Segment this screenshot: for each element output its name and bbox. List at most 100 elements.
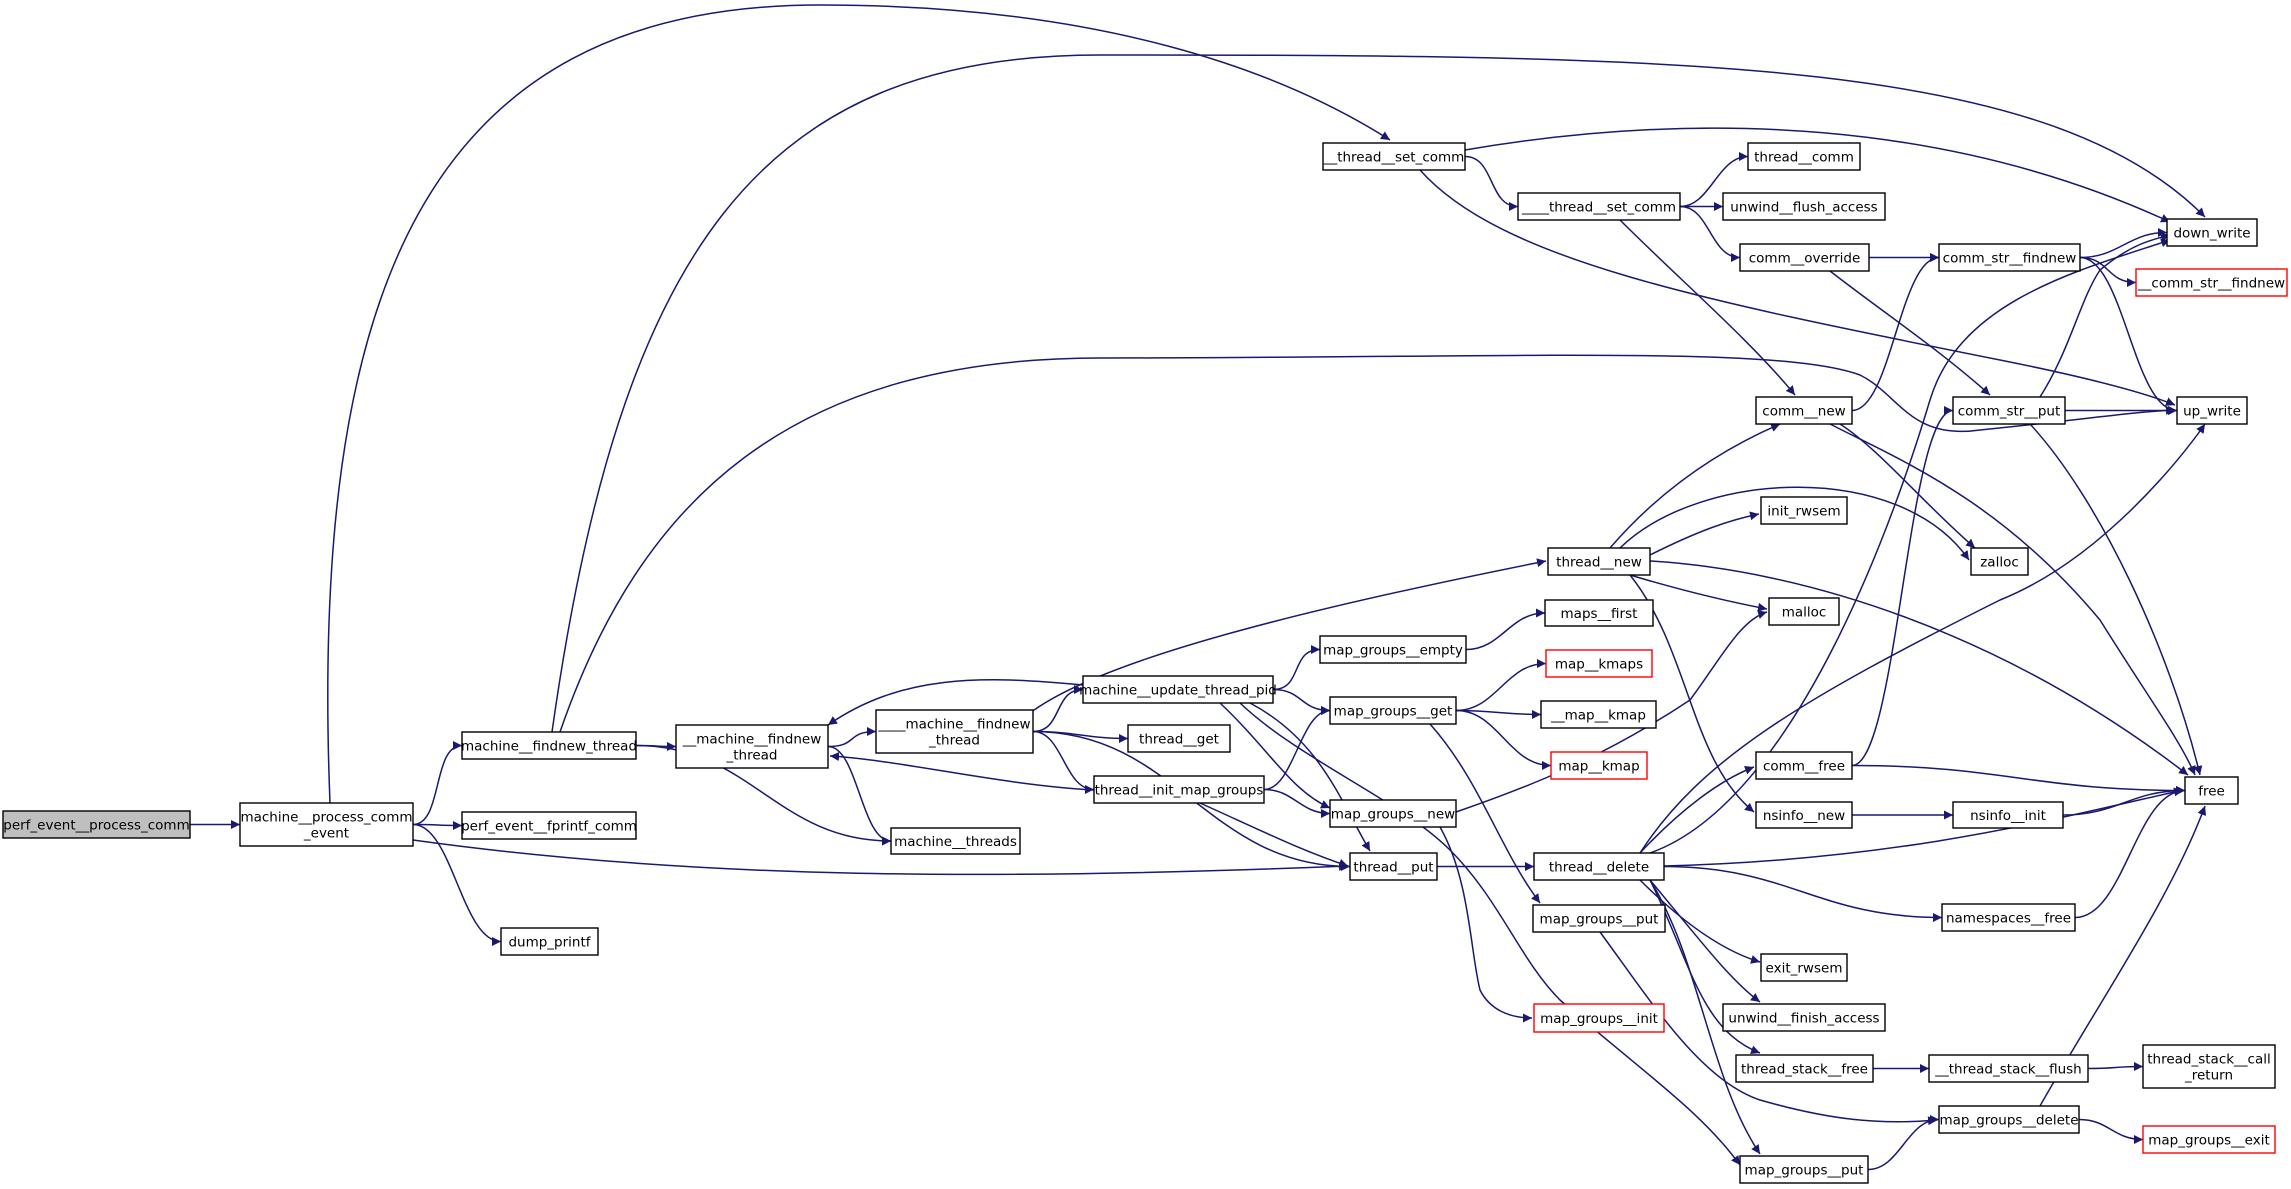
node-dump_printf[interactable]: dump_printf — [500, 927, 599, 956]
node-box-thread__comm[interactable] — [1747, 142, 1861, 171]
node-thread__get[interactable]: thread__get — [1127, 724, 1231, 753]
node-____machine__findnew_thread[interactable]: ____machine__findnew_thread — [875, 709, 1034, 754]
node-box-unwind__finish_access[interactable] — [1722, 1003, 1886, 1032]
node-map_groups__init[interactable]: map_groups__init — [1533, 1003, 1665, 1033]
node-box-thread__put[interactable] — [1349, 852, 1438, 881]
node-box-map__kmaps[interactable] — [1545, 649, 1653, 678]
node-nsinfo__new[interactable]: nsinfo__new — [1755, 801, 1853, 829]
node-box-machine__process_comm_event[interactable] — [239, 802, 414, 847]
node-box-thread__get[interactable] — [1127, 724, 1231, 753]
node-box-maps__first[interactable] — [1544, 599, 1654, 627]
node-box-nsinfo__init[interactable] — [1952, 801, 2064, 829]
node-thread_stack__free[interactable]: thread_stack__free — [1735, 1054, 1874, 1083]
node-up_write[interactable]: up_write — [2176, 396, 2248, 425]
node-box-machine__findnew_thread[interactable] — [461, 731, 637, 760]
node-box-comm__override[interactable] — [1739, 243, 1870, 272]
node-map_groups__empty[interactable]: map_groups__empty — [1319, 635, 1467, 664]
node-box-comm_str__findnew[interactable] — [1938, 243, 2081, 272]
node-__machine__findnew_thread[interactable]: __machine__findnew_thread — [675, 724, 829, 769]
node-box-__comm_str__findnew[interactable] — [2135, 268, 2288, 297]
node-box-up_write[interactable] — [2176, 396, 2248, 425]
node-box-map_groups__get[interactable] — [1329, 696, 1457, 725]
node-box-free[interactable] — [2184, 776, 2239, 805]
node-comm__new[interactable]: comm__new — [1755, 396, 1853, 425]
node-____thread__set_comm[interactable]: ____thread__set_comm — [1517, 192, 1681, 221]
node-map_groups__delete[interactable]: map_groups__delete — [1938, 1105, 2080, 1134]
node-exit_rwsem[interactable]: exit_rwsem — [1760, 953, 1848, 982]
node-box-namespaces__free[interactable] — [1941, 903, 2076, 932]
node-map_groups__get[interactable]: map_groups__get — [1329, 696, 1457, 725]
node-perf_event__process_comm[interactable]: perf_event__process_comm — [2, 810, 191, 839]
node-box-zalloc[interactable] — [1970, 547, 2029, 576]
node-map_groups__put_b[interactable]: map_groups__put — [1739, 1155, 1869, 1184]
node-machine__update_thread_pid[interactable]: machine__update_thread_pid — [1079, 675, 1277, 704]
node-comm__override[interactable]: comm__override — [1739, 243, 1870, 272]
node-box-comm_str__put[interactable] — [1952, 396, 2066, 425]
node-box-dump_printf[interactable] — [500, 927, 599, 956]
node-malloc[interactable]: malloc — [1768, 597, 1840, 626]
node-box-perf_event__fprintf_comm[interactable] — [461, 811, 637, 840]
node-box-map_groups__exit[interactable] — [2142, 1125, 2276, 1154]
node-box-____thread__set_comm[interactable] — [1517, 192, 1681, 221]
node-machine__findnew_thread[interactable]: machine__findnew_thread — [461, 731, 637, 760]
node-box-map_groups__empty[interactable] — [1319, 635, 1467, 664]
node-box-thread_stack__call_return[interactable] — [2142, 1044, 2276, 1089]
node-box-machine__update_thread_pid[interactable] — [1082, 675, 1274, 704]
node-__map__kmap[interactable]: __map__kmap — [1540, 700, 1657, 729]
node-comm_str__findnew[interactable]: comm_str__findnew — [1938, 243, 2081, 272]
node-map_groups__exit[interactable]: map_groups__exit — [2142, 1125, 2276, 1154]
node-down_write[interactable]: down_write — [2166, 218, 2258, 247]
node-box-thread__delete[interactable] — [1533, 852, 1665, 881]
node-unwind__finish_access[interactable]: unwind__finish_access — [1722, 1003, 1886, 1032]
node-box-perf_event__process_comm[interactable] — [2, 810, 191, 839]
node-perf_event__fprintf_comm[interactable]: perf_event__fprintf_comm — [461, 811, 637, 840]
node-comm_str__put[interactable]: comm_str__put — [1952, 396, 2066, 425]
node-box-map_groups__init[interactable] — [1533, 1003, 1665, 1033]
node-nsinfo__init[interactable]: nsinfo__init — [1952, 801, 2064, 829]
node-thread__init_map_groups[interactable]: thread__init_map_groups — [1093, 775, 1265, 804]
node-__thread_stack__flush[interactable]: __thread_stack__flush — [1928, 1054, 2089, 1083]
node-thread__new[interactable]: thread__new — [1547, 547, 1651, 576]
node-box-malloc[interactable] — [1768, 597, 1840, 626]
node-box-init_rwsem[interactable] — [1760, 496, 1848, 525]
node-box-thread__init_map_groups[interactable] — [1093, 775, 1265, 804]
node-__comm_str__findnew[interactable]: __comm_str__findnew — [2135, 268, 2288, 297]
node-box-__machine__findnew_thread[interactable] — [675, 724, 829, 769]
node-box-map_groups__new[interactable] — [1329, 799, 1457, 828]
node-thread_stack__call_return[interactable]: thread_stack__call_return — [2142, 1044, 2276, 1089]
node-box-map_groups__put_b[interactable] — [1739, 1155, 1869, 1184]
node-map__kmaps[interactable]: map__kmaps — [1545, 649, 1653, 678]
node-init_rwsem[interactable]: init_rwsem — [1760, 496, 1848, 525]
node-zalloc[interactable]: zalloc — [1970, 547, 2029, 576]
node-namespaces__free[interactable]: namespaces__free — [1941, 903, 2076, 932]
node-box-nsinfo__new[interactable] — [1755, 801, 1853, 829]
node-map_groups__new[interactable]: map_groups__new — [1329, 799, 1457, 828]
node-box-unwind__flush_access[interactable] — [1722, 192, 1886, 221]
node-free[interactable]: free — [2184, 776, 2239, 805]
node-maps__first[interactable]: maps__first — [1544, 599, 1654, 627]
node-__thread__set_comm[interactable]: __thread__set_comm — [1322, 142, 1466, 171]
node-box-map_groups__put_a[interactable] — [1532, 904, 1666, 933]
node-unwind__flush_access[interactable]: unwind__flush_access — [1722, 192, 1886, 221]
node-map__kmap[interactable]: map__kmap — [1550, 751, 1648, 780]
node-box-__map__kmap[interactable] — [1540, 700, 1657, 729]
node-box-thread_stack__free[interactable] — [1735, 1054, 1874, 1083]
node-box-down_write[interactable] — [2166, 218, 2258, 247]
node-box-comm__new[interactable] — [1755, 396, 1853, 425]
node-box-map__kmap[interactable] — [1550, 751, 1648, 780]
node-box-thread__new[interactable] — [1547, 547, 1651, 576]
node-box-__thread__set_comm[interactable] — [1322, 142, 1466, 171]
node-box-____machine__findnew_thread[interactable] — [875, 709, 1034, 754]
node-box-machine__threads[interactable] — [890, 827, 1021, 855]
node-box-exit_rwsem[interactable] — [1760, 953, 1848, 982]
node-map_groups__put_a[interactable]: map_groups__put — [1532, 904, 1666, 933]
node-thread__comm[interactable]: thread__comm — [1747, 142, 1861, 171]
node-machine__threads[interactable]: machine__threads — [890, 827, 1021, 855]
node-box-map_groups__delete[interactable] — [1938, 1105, 2080, 1134]
node-thread__put[interactable]: thread__put — [1349, 852, 1438, 881]
node-machine__process_comm_event[interactable]: machine__process_comm_event — [239, 802, 414, 847]
node-box-__thread_stack__flush[interactable] — [1928, 1054, 2089, 1083]
node-box-comm__free[interactable] — [1755, 751, 1853, 780]
node-thread__delete[interactable]: thread__delete — [1533, 852, 1665, 881]
node-comm__free[interactable]: comm__free — [1755, 751, 1853, 780]
